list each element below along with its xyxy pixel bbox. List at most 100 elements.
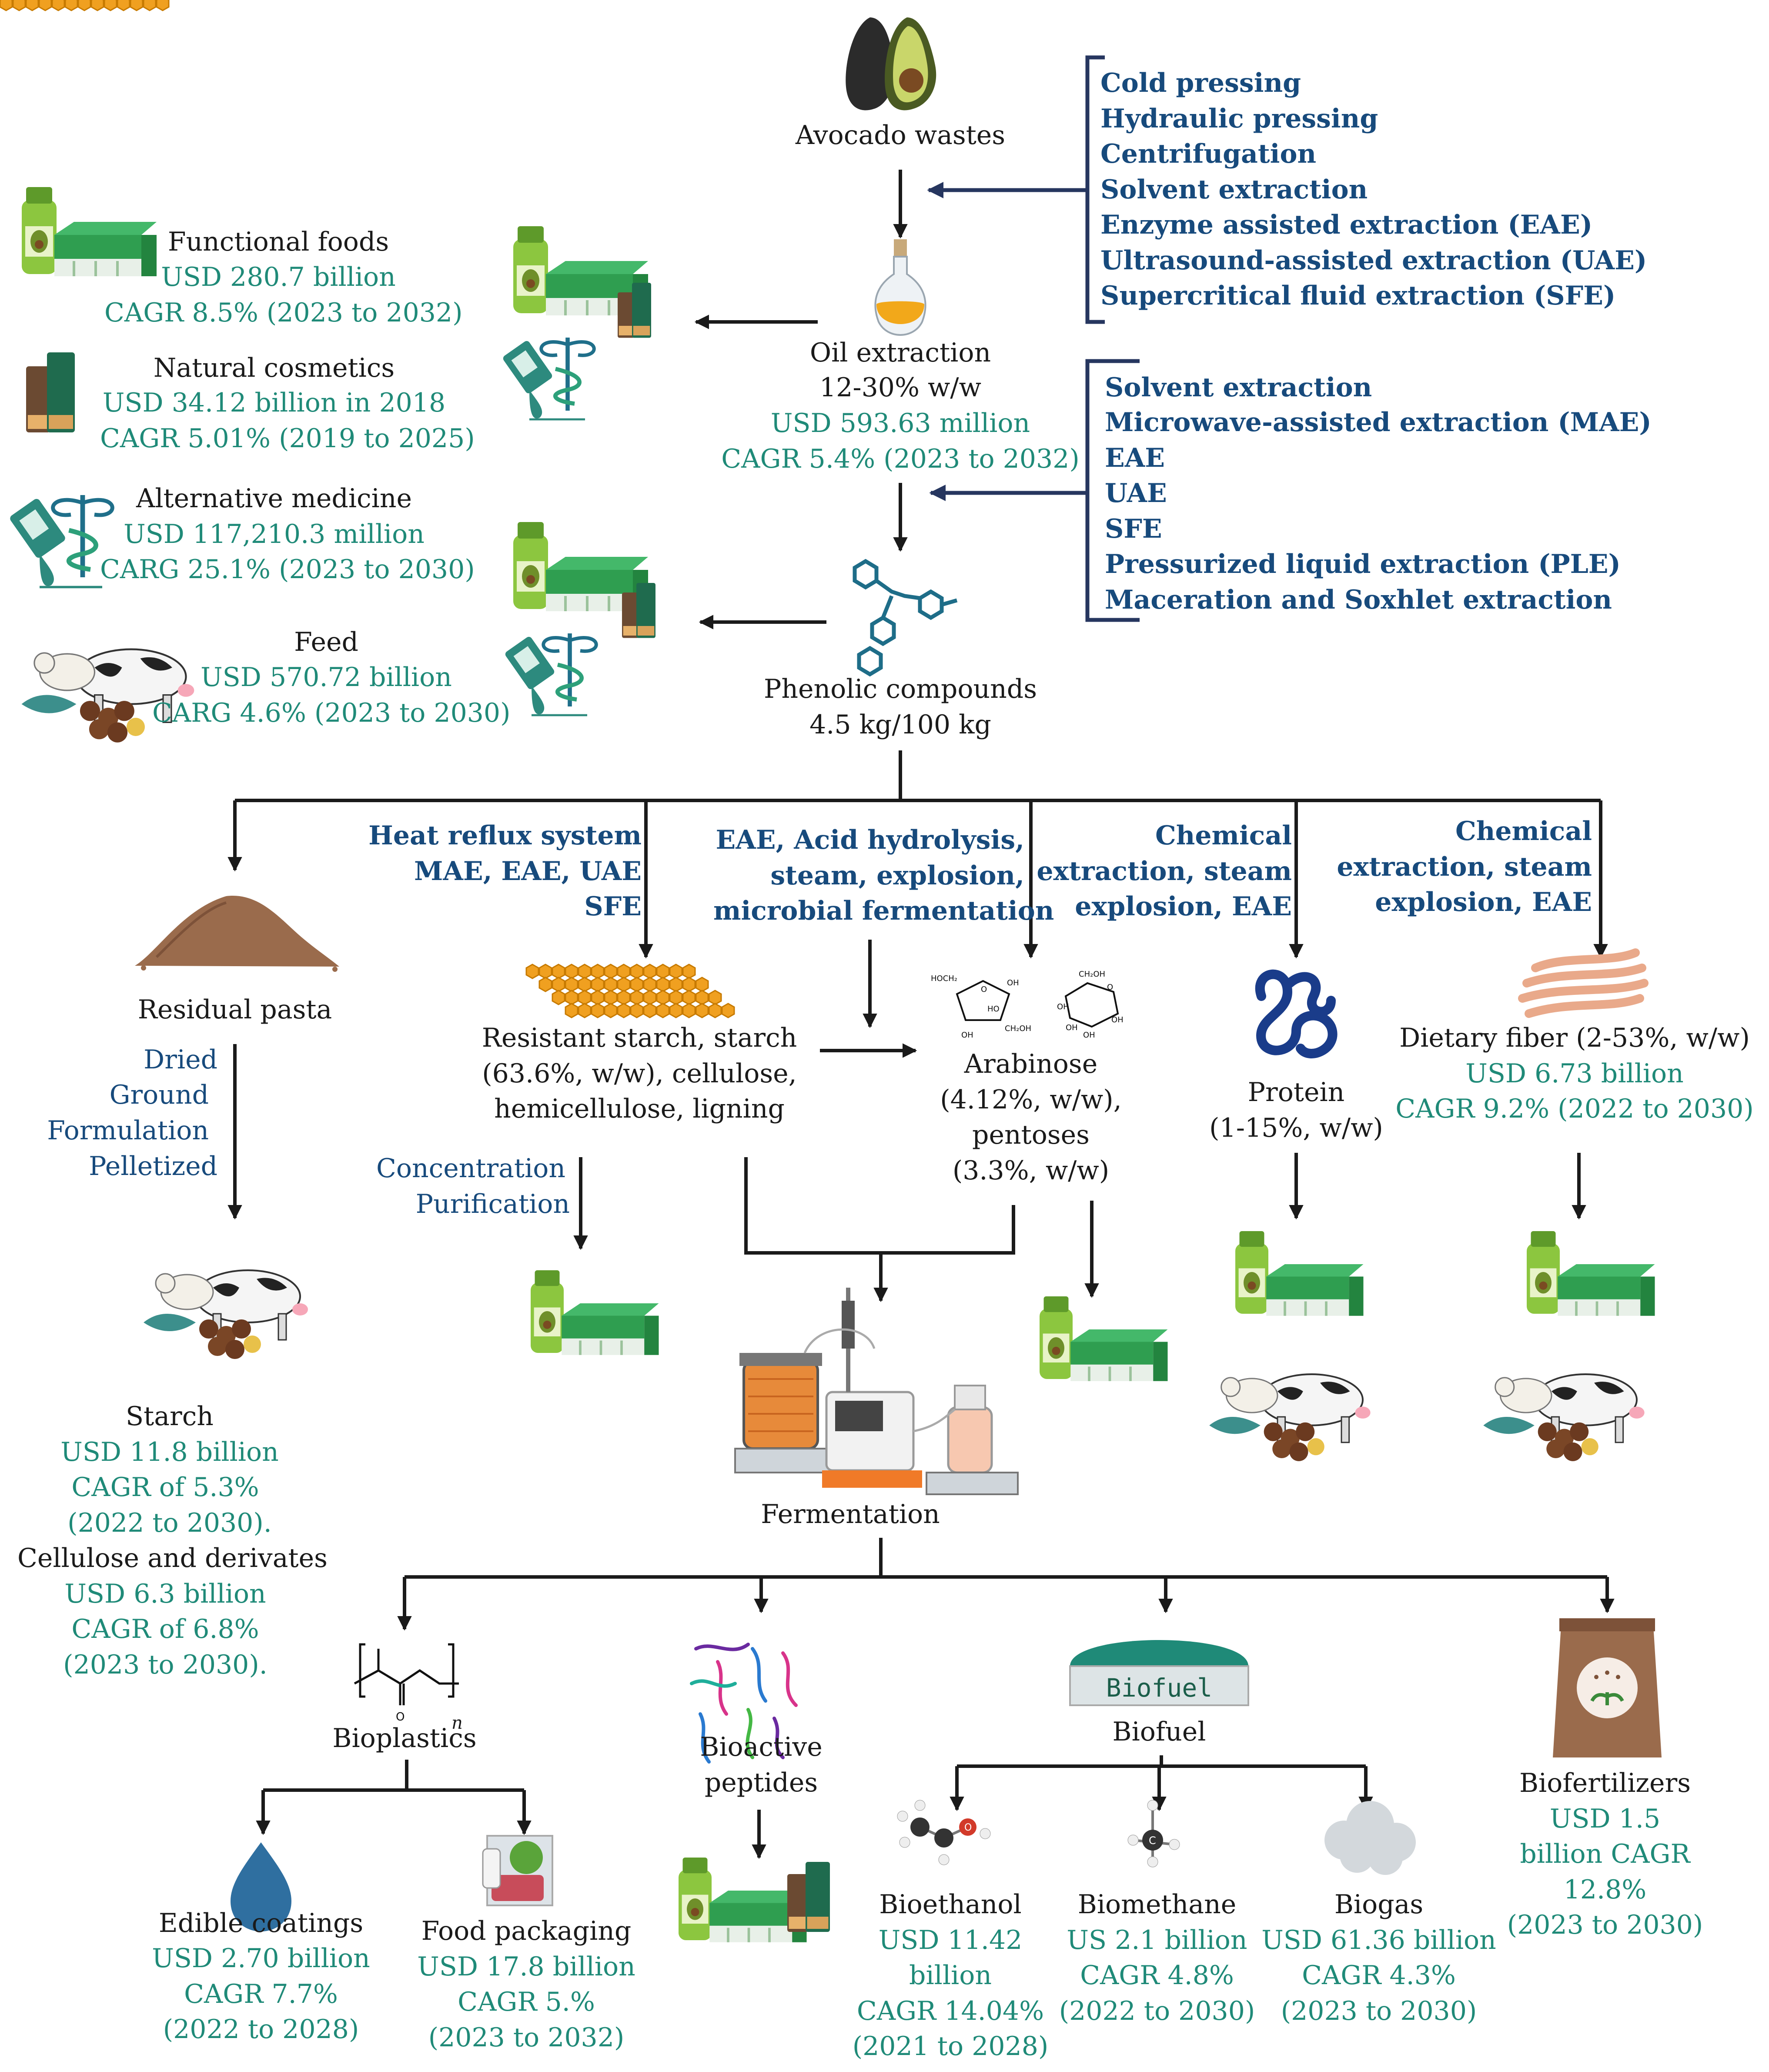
dietary-fiber-icon — [1518, 948, 1649, 1018]
biofertilizers-label: Biofertilizers — [1519, 1768, 1691, 1798]
starch-method-1: Heat reflux system — [368, 820, 642, 851]
arabinose-atom-1: HOCH₂ — [931, 974, 957, 983]
residual-pasta-icon — [135, 896, 339, 972]
arabinose-atom-6: CH₂OH — [1005, 1024, 1031, 1033]
peptides-line-2: peptides — [704, 1767, 818, 1798]
alternative-medicine-cagr: CARG 25.1% (2023 to 2030) — [100, 554, 475, 585]
polymer-oxygen: O — [396, 1710, 405, 1724]
packaging-label: Food packaging — [421, 1916, 632, 1946]
edible-label: Edible coatings — [158, 1908, 364, 1938]
residual-pasta-label: Residual pasta — [137, 994, 332, 1025]
biofertilizers-line-3: 12.8% — [1563, 1875, 1647, 1905]
avocado-wastes-label: Avocado wastes — [795, 120, 1006, 151]
starch-market-line-1: Starch — [126, 1401, 214, 1432]
phenolic-method-1: Solvent extraction — [1105, 372, 1372, 403]
arabinose-atom-10: OH — [1111, 1015, 1124, 1024]
starch-line-2: (63.6%, w/w), cellulose, — [482, 1058, 797, 1089]
biofertilizers-line-1: USD 1.5 — [1549, 1804, 1661, 1834]
residual-step-3: Formulation — [47, 1115, 209, 1146]
fiber-feed-icon — [1482, 1373, 1645, 1462]
residual-step-2: Ground — [109, 1080, 209, 1110]
biomethane-label: Biomethane — [1077, 1889, 1237, 1920]
starch-line-3: hemicellulose, ligning — [494, 1094, 785, 1124]
peptides-line-1: Bioactive — [700, 1732, 823, 1762]
oil-method-7: Supercritical fluid extraction (SFE) — [1100, 281, 1616, 311]
starch-market-line-6: USD 6.3 billion — [64, 1579, 266, 1609]
fiber-cagr: CAGR 9.2% (2022 to 2030) — [1395, 1094, 1754, 1124]
fermentation-label: Fermentation — [761, 1499, 940, 1530]
starch-line-1: Resistant starch, starch — [482, 1023, 797, 1053]
bioplastics-structure-icon: O — [354, 1643, 459, 1724]
avocado-icon — [846, 17, 936, 110]
phenolic-label: Phenolic compounds — [764, 674, 1037, 704]
fiber-value: USD 6.73 billion — [1465, 1058, 1684, 1089]
arabinose-atom-4: HO — [987, 1004, 1000, 1014]
bioethanol-line-3: CAGR 14.04% — [856, 1996, 1044, 2026]
phenolic-products-medicine-icon — [504, 633, 596, 715]
protein-line-1: Protein — [1247, 1077, 1345, 1108]
bioplastics-subscript: n — [451, 1713, 463, 1733]
protein-method-1: Chemical — [1155, 820, 1292, 851]
ethanol-oxygen: O — [964, 1822, 972, 1833]
fiber-method-3: explosion, EAE — [1375, 887, 1592, 917]
phenolic-methods-bracket — [1085, 359, 1140, 622]
protein-icon — [1255, 969, 1338, 1058]
starch-market-line-2: USD 11.8 billion — [60, 1437, 279, 1467]
bioplastics-label: Bioplastics — [332, 1723, 477, 1754]
arabinose-atom-9: OH — [1057, 1002, 1069, 1011]
natural-cosmetics-cagr: CAGR 5.01% (2019 to 2025) — [100, 423, 475, 454]
starch-market-line-7: CAGR of 6.8% — [71, 1614, 259, 1644]
fermentation-equipment-icon — [734, 1288, 1019, 1495]
arabinose-atom-11: OH — [1083, 1031, 1095, 1040]
protein-food-icon — [1235, 1231, 1364, 1316]
oil-extraction-label: Oil extraction — [809, 338, 991, 368]
methane-molecule-icon: C — [1127, 1800, 1180, 1868]
protein-method-3: explosion, EAE — [1075, 891, 1292, 922]
phenolic-molecule-icon — [853, 559, 958, 677]
biomethane-line-1: US 2.1 billion — [1067, 1925, 1247, 1955]
oil-method-2: Hydraulic pressing — [1100, 104, 1378, 134]
packaging-cagr: CAGR 5.% — [458, 1987, 595, 2017]
arabinose-line-4: (3.3%, w/w) — [952, 1155, 1110, 1186]
arabinose-atom-8: O — [1107, 983, 1113, 992]
starch-market-line-8: (2023 to 2030). — [63, 1650, 268, 1680]
natural-cosmetics-icon — [26, 352, 75, 432]
food-packaging-icon — [482, 1835, 553, 1906]
edible-cagr: CAGR 7.7% — [184, 1979, 338, 2009]
arabinose-food-icon — [1040, 1296, 1168, 1381]
biofuel-label: Biofuel — [1112, 1717, 1206, 1747]
biomethane-line-3: (2022 to 2030) — [1059, 1996, 1255, 2026]
arabinose-line-3: pentoses — [972, 1120, 1090, 1150]
feed-label: Feed — [294, 627, 358, 657]
protein-line-2: (1-15%, w/w) — [1209, 1113, 1383, 1143]
starch-food-icon — [531, 1270, 659, 1355]
bioethanol-line-1: USD 11.42 — [878, 1925, 1023, 1955]
phenolic-method-4: UAE — [1105, 478, 1167, 509]
starch-step-2: Purification — [415, 1189, 570, 1219]
biofertilizers-line-4: (2023 to 2030) — [1507, 1910, 1703, 1940]
alternative-medicine-label: Alternative medicine — [136, 483, 412, 514]
oil-method-4: Solvent extraction — [1100, 174, 1368, 205]
biogas-line-1: USD 61.36 billion — [1261, 1925, 1496, 1955]
biofertilizer-bag-icon — [1553, 1618, 1662, 1757]
protein-method-2: extraction, steam — [1037, 856, 1292, 887]
oil-products-medicine-icon — [502, 338, 594, 419]
phenolic-method-7: Maceration and Soxhlet extraction — [1105, 585, 1612, 615]
packaging-value: USD 17.8 billion — [417, 1951, 635, 1982]
biogas-label: Biogas — [1334, 1889, 1424, 1920]
starch-market-line-5: Cellulose and derivates — [17, 1543, 328, 1573]
phenolic-yield: 4.5 kg/100 kg — [809, 710, 991, 740]
fiber-method-2: extraction, steam — [1337, 852, 1592, 882]
arabinose-molecule-icon: HOCH₂ O OH HO OH CH₂OH CH₂OH O OH OH OH … — [931, 970, 1124, 1040]
starch-market-line-3: CAGR of 5.3% — [71, 1472, 259, 1503]
phenolic-method-6: Pressurized liquid extraction (PLE) — [1105, 549, 1621, 579]
natural-cosmetics-label: Natural cosmetics — [153, 353, 395, 383]
starch-market-line-4: (2022 to 2030). — [67, 1508, 272, 1538]
phenolic-method-2: Microwave-assisted extraction (MAE) — [1105, 407, 1652, 438]
oil-method-5: Enzyme assisted extraction (EAE) — [1100, 210, 1593, 240]
ethanol-molecule-icon: O — [897, 1800, 991, 1865]
functional-foods-label: Functional foods — [167, 227, 389, 257]
bioethanol-line-4: (2021 to 2028) — [852, 2031, 1049, 2062]
oil-bottle-icon — [874, 239, 926, 336]
starch-step-1: Concentration — [376, 1153, 565, 1184]
